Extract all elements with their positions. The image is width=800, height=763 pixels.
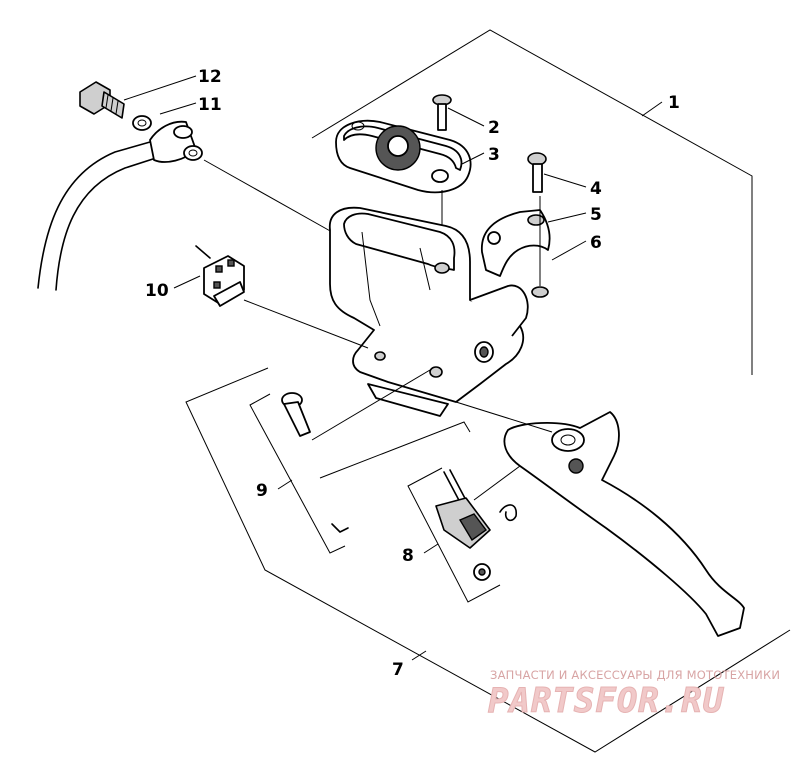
leader-6 bbox=[551, 240, 587, 261]
adjuster-8 bbox=[435, 469, 517, 581]
leader-2 bbox=[447, 107, 485, 127]
callout-3: 3 bbox=[488, 145, 500, 165]
leader-9 bbox=[277, 479, 293, 490]
callout-2: 2 bbox=[488, 118, 500, 138]
callout-9: 9 bbox=[256, 481, 268, 501]
cap-screw-2 bbox=[432, 94, 452, 131]
callout-6: 6 bbox=[590, 233, 602, 253]
bracket-1 bbox=[311, 29, 753, 375]
pivot-clip bbox=[331, 523, 349, 533]
leader-4 bbox=[543, 173, 587, 188]
leader-8 bbox=[423, 543, 439, 554]
master-cylinder-body bbox=[328, 206, 529, 417]
callout-1: 1 bbox=[668, 93, 680, 113]
banjo-bolt-12 bbox=[79, 81, 125, 119]
bracket-9-upper bbox=[319, 421, 471, 479]
leader-12 bbox=[123, 75, 197, 101]
reservoir-cap-3 bbox=[335, 120, 472, 194]
crush-washer-11 bbox=[132, 115, 203, 161]
bracket-9 bbox=[249, 393, 346, 554]
clamp-bolt-4 bbox=[527, 152, 547, 193]
adjuster-to-lever-line bbox=[473, 465, 521, 501]
leader-5 bbox=[547, 212, 587, 223]
callout-12: 12 bbox=[198, 67, 222, 87]
leader-11 bbox=[159, 102, 197, 115]
callout-4: 4 bbox=[590, 179, 602, 199]
bracket-7 bbox=[185, 367, 791, 753]
hose-to-body-line bbox=[203, 159, 333, 233]
brake-lever bbox=[503, 411, 745, 637]
watermark-subtitle: ЗАПЧАСТИ И АКСЕССУАРЫ ДЛЯ МОТОТЕХНИКИ bbox=[490, 668, 781, 682]
pivot-axis-line bbox=[311, 369, 431, 441]
leader-7 bbox=[411, 650, 427, 661]
switch-to-body-line bbox=[243, 299, 369, 349]
clamp-seat-6 bbox=[531, 286, 549, 298]
leader-10 bbox=[173, 275, 201, 289]
clamp-5 bbox=[481, 209, 551, 277]
watermark-brand: PARTSFOR.RU bbox=[487, 681, 725, 722]
brake-hose bbox=[37, 141, 157, 291]
callout-5: 5 bbox=[590, 205, 602, 225]
lever-to-body-line bbox=[455, 401, 553, 433]
callout-7: 7 bbox=[392, 660, 404, 680]
leader-3 bbox=[461, 152, 485, 165]
callout-11: 11 bbox=[198, 95, 222, 115]
callout-8: 8 bbox=[402, 546, 414, 566]
callout-10: 10 bbox=[145, 281, 169, 301]
brake-switch-10 bbox=[195, 245, 245, 307]
leader-1 bbox=[641, 101, 663, 117]
pivot-pin-9 bbox=[281, 392, 311, 437]
